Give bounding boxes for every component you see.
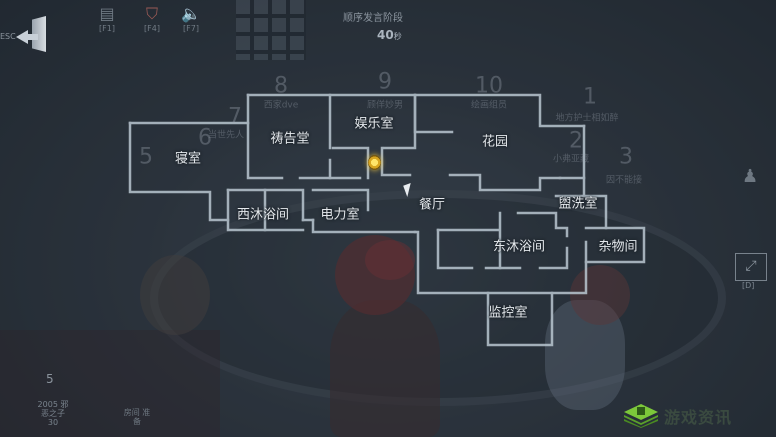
expand-key-label: [D] bbox=[742, 281, 755, 290]
watermark-text: 游戏资讯 bbox=[664, 408, 733, 427]
exit-arrow-shaft bbox=[26, 34, 38, 40]
room-recreation[interactable]: 娱乐室 bbox=[354, 116, 394, 132]
room-washroom[interactable]: 盥洗室 bbox=[558, 196, 598, 212]
seat-number: 7 bbox=[228, 104, 242, 130]
survivor-figure-icon[interactable]: ♟ bbox=[742, 166, 759, 187]
room-bedroom[interactable]: 寝室 bbox=[174, 151, 202, 167]
character-hat bbox=[365, 240, 415, 280]
speaker-button[interactable]: 🔈 [F7] bbox=[176, 4, 206, 40]
phase-title: 顺序发言阶段 bbox=[343, 13, 403, 24]
expand-map-button[interactable]: ⤢ bbox=[735, 253, 767, 281]
character-right-head bbox=[570, 265, 630, 325]
seat-number: 6 bbox=[198, 125, 212, 151]
room-east-bathroom[interactable]: 东沐浴间 bbox=[492, 239, 546, 255]
chat-icon: ▤ bbox=[99, 4, 115, 23]
seat-number-bottom: 5 bbox=[46, 372, 54, 386]
seat-number: 1 bbox=[583, 84, 597, 110]
room-monitor[interactable]: 监控室 bbox=[488, 305, 528, 321]
timer-value: 40 bbox=[377, 28, 394, 42]
seat-number: 8 bbox=[274, 73, 288, 99]
room-dining-hall[interactable]: 餐厅 bbox=[418, 197, 446, 213]
chat-button[interactable]: ▤ [F1] bbox=[92, 4, 122, 40]
background-window bbox=[236, 0, 306, 60]
seat-number: 9 bbox=[378, 69, 392, 95]
exit-arrow-icon bbox=[16, 30, 28, 44]
floor-shadow bbox=[0, 330, 220, 437]
room-west-bathroom[interactable]: 西沐浴间 bbox=[236, 207, 290, 223]
shield-icon: ⛉ bbox=[145, 4, 158, 23]
player-name: 当世先人 bbox=[207, 130, 245, 141]
seat-number: 10 bbox=[475, 73, 503, 99]
speaker-icon: 🔈 bbox=[181, 4, 201, 23]
player-name: 小弗亚藏 bbox=[552, 154, 590, 165]
seat-number: 5 bbox=[139, 144, 153, 170]
room-power[interactable]: 电力室 bbox=[320, 207, 360, 223]
timer-unit: 秒 bbox=[393, 32, 402, 41]
player-name: 顾佯妙男 bbox=[366, 100, 404, 111]
status-text: 房间 准备 bbox=[123, 408, 151, 426]
phase-timer: 40秒 bbox=[377, 28, 402, 42]
player-name: 绘画组员 bbox=[470, 100, 508, 111]
character-right-body bbox=[545, 300, 625, 410]
speaker-key-label: [F7] bbox=[183, 24, 199, 33]
top-hud: ESC ▤ [F1] ⛉ [F4] 🔈 [F7] bbox=[0, 0, 240, 52]
seat-number: 3 bbox=[619, 144, 633, 170]
watermark: 游戏资讯 bbox=[622, 400, 772, 430]
character-front-body bbox=[330, 300, 440, 437]
room-storage[interactable]: 杂物间 bbox=[598, 239, 638, 255]
player-name: 因不能接 bbox=[605, 175, 643, 186]
shield-key-label: [F4] bbox=[144, 24, 160, 33]
player-info-text: 2005 邪恶之子 30 bbox=[37, 400, 69, 427]
player-name: 地方护士相如醉 bbox=[555, 113, 619, 124]
chat-key-label: [F1] bbox=[99, 24, 115, 33]
room-garden[interactable]: 花园 bbox=[481, 134, 509, 150]
character-left bbox=[140, 255, 210, 335]
watermark-logo-icon bbox=[624, 404, 658, 428]
exit-door-icon bbox=[32, 16, 46, 52]
exit-button[interactable]: ESC bbox=[0, 8, 52, 52]
exit-key-label: ESC bbox=[0, 32, 16, 41]
room-chapel[interactable]: 祷告堂 bbox=[270, 131, 310, 147]
shield-button[interactable]: ⛉ [F4] bbox=[137, 4, 167, 40]
player-name: 西家dve bbox=[263, 100, 299, 111]
player-location-marker bbox=[368, 155, 381, 170]
expand-icon: ⤢ bbox=[745, 258, 757, 274]
seat-number: 2 bbox=[569, 128, 583, 154]
